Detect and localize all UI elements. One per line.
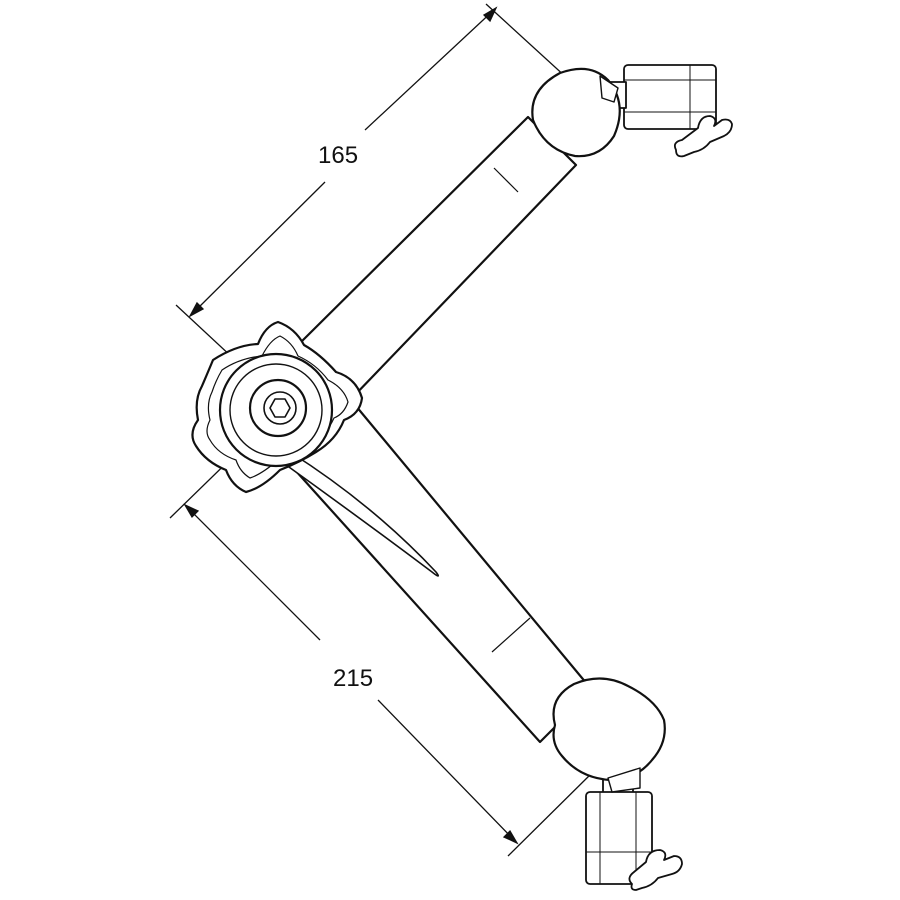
- arrow-lower-start: [183, 503, 200, 519]
- arrow-upper-start: [188, 301, 205, 318]
- top-clamp: [607, 64, 733, 158]
- extension-line-lower-bottom: [507, 769, 596, 857]
- dimension-line-upper-b: [364, 7, 497, 131]
- upper-joint-neck: [599, 75, 619, 103]
- lower-joint-housing: [552, 677, 666, 782]
- bottom-wing-screw: [628, 849, 683, 891]
- dimension-line-upper-a: [189, 181, 326, 317]
- dimension-label-upper: 165: [318, 142, 358, 169]
- central-knob: [191, 320, 364, 494]
- lower-arm-seam: [491, 617, 531, 653]
- arrow-lower-end: [502, 829, 519, 845]
- dimension-label-lower: 215: [333, 665, 373, 692]
- arrow-upper-end: [482, 6, 498, 23]
- lower-joint-neck: [607, 767, 641, 793]
- lower-arm-groove: [281, 451, 440, 577]
- dimension-line-lower-a: [184, 504, 321, 641]
- top-wing-screw: [673, 115, 733, 158]
- upper-joint-housing: [531, 67, 621, 158]
- dimension-line-lower-b: [377, 699, 518, 844]
- dimension-lower: [169, 441, 596, 857]
- upper-arm: [296, 67, 621, 400]
- hex-socket-icon: [269, 398, 291, 418]
- bottom-clamp: [585, 771, 683, 891]
- upper-arm-seam: [493, 167, 519, 193]
- lower-arm: [266, 380, 666, 793]
